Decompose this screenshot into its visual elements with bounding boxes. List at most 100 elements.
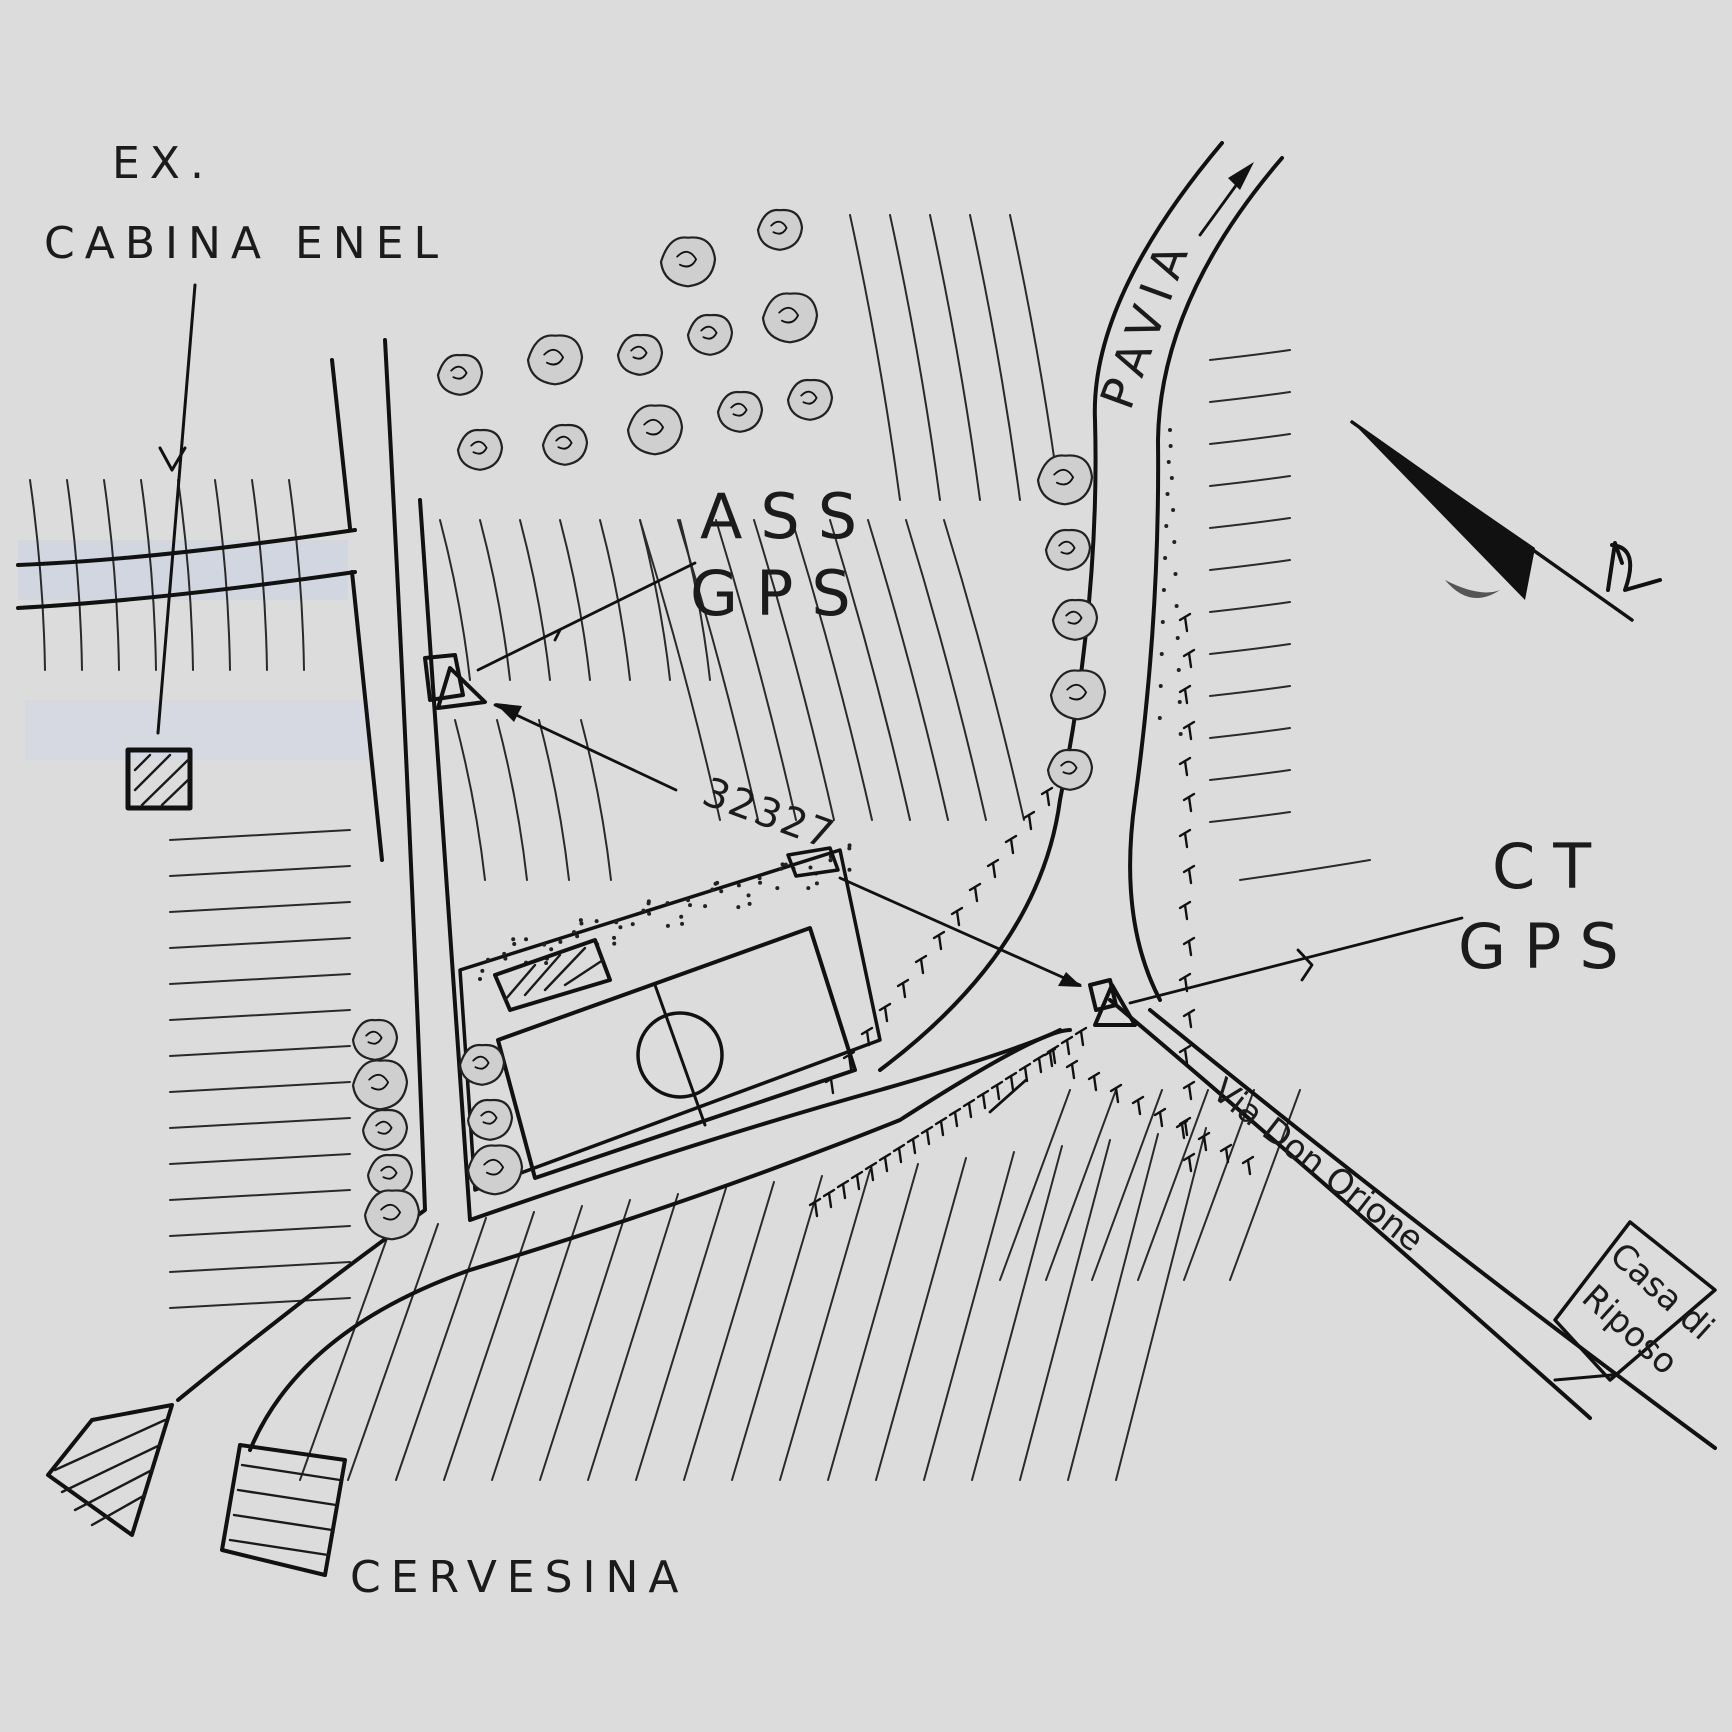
furrow-left (169, 1297, 351, 1309)
tree-icon (786, 378, 834, 421)
roadside-dot (1174, 604, 1179, 608)
tick-pavia-east (1178, 900, 1192, 921)
tree-icon-detail (730, 402, 748, 417)
leader-ct-gps (1128, 916, 1464, 1005)
tick-south-road (808, 1197, 822, 1218)
furrow-top-left (140, 479, 157, 671)
furrow-left (169, 937, 351, 949)
pitch-dot (544, 960, 549, 965)
furrow-right (1209, 517, 1291, 529)
pitch-dot (680, 921, 685, 926)
tree-icon-detail (778, 306, 799, 324)
roadside-dot (1161, 588, 1166, 592)
furrow-center-upper (479, 519, 511, 681)
building-icon (46, 747, 1717, 1577)
pitch-dot (719, 889, 724, 894)
arrowhead-ass (495, 703, 522, 722)
pitch-dot (549, 947, 554, 952)
tick-junction (1241, 1155, 1255, 1176)
pitch-dot (647, 911, 652, 916)
furrow-right (1209, 643, 1291, 655)
leader-cabina (156, 283, 197, 735)
tick-south-road (892, 1143, 906, 1164)
label-pavia: PAVIA (1090, 228, 1202, 415)
pitch-dot (808, 865, 813, 870)
tick-south-road (1074, 1026, 1088, 1047)
pitch-dot (715, 880, 720, 885)
tree-icon-detail (368, 1073, 389, 1091)
furrow-bottom (683, 1181, 775, 1481)
furrow-left (169, 973, 351, 985)
pitch-dot (757, 876, 762, 881)
tree-icon (436, 353, 484, 396)
leader-ass-tick (553, 628, 562, 642)
tree-icon-detail (380, 1203, 401, 1221)
tree-icon-detail (676, 250, 697, 268)
pitch-dot (511, 937, 516, 942)
arrowhead-ct (1058, 972, 1082, 987)
pitch-dot (503, 956, 508, 961)
tick-south-road (1060, 1035, 1074, 1056)
pitch-dot (783, 862, 788, 867)
tree-icon-detail (700, 325, 718, 340)
pitch-dot (612, 935, 617, 940)
pitch-dot (758, 880, 763, 885)
roadside-dot (1166, 460, 1171, 464)
tree-icon (1044, 528, 1092, 571)
furrow-center-upper (639, 519, 671, 681)
tick-south-road (850, 1170, 864, 1191)
roadside-dot (1178, 732, 1183, 736)
tree-icon-detail (770, 220, 788, 235)
leader-benchmark-to-ass (493, 703, 678, 792)
roadside-dot (1171, 508, 1176, 512)
tree-icon (541, 423, 589, 466)
pitch-dot (814, 881, 819, 886)
furrow-bottom-right (1045, 1089, 1117, 1281)
benchmark-icon (786, 846, 840, 878)
tick-pavia-east (1182, 720, 1196, 741)
pitch-dot (710, 887, 715, 892)
tree-icon (458, 1043, 506, 1086)
furrow-bottom (1115, 1127, 1207, 1481)
via-don-orione-north-edge (1108, 998, 1592, 1420)
pitch-dot (558, 939, 563, 944)
tree-icon (1046, 748, 1094, 791)
label-ct: CT (1492, 830, 1609, 903)
tree-icon-detail (365, 1030, 383, 1045)
tick-pavia-west (896, 978, 910, 999)
furrow-top-left (177, 479, 194, 671)
tick-pavia-west (878, 1002, 892, 1023)
leader-ct-tick (1296, 948, 1314, 982)
furrow-top-left (66, 479, 83, 671)
via-don-orione-end (1553, 1373, 1614, 1382)
furrow-bottom-right (1137, 1089, 1209, 1281)
furrow-right (1209, 349, 1291, 361)
furrow-bottom (923, 1151, 1015, 1481)
furrow-right (1209, 475, 1291, 487)
furrow-center-lower (496, 719, 528, 881)
roadside-dot (1173, 572, 1178, 576)
furrow-bottom (539, 1199, 631, 1481)
furrow-upper-mid (849, 214, 901, 501)
pitch-dot (524, 937, 529, 942)
furrow-right (1209, 685, 1291, 697)
pitch-dot (579, 921, 584, 926)
tick-junction (1109, 1083, 1123, 1104)
pitch-dot (688, 903, 693, 908)
furrow-bottom (971, 1145, 1063, 1481)
tick-pavia-east (1182, 936, 1196, 957)
pitch-dot (614, 920, 619, 925)
road-arrow (988, 1078, 1028, 1114)
roadside-dot (1157, 716, 1162, 720)
leader-lines (156, 162, 1464, 1114)
tick-south-road (962, 1098, 976, 1119)
tick-pavia-east (1178, 1044, 1192, 1065)
roadside-dot (1165, 492, 1170, 496)
tick-pavia-east (1178, 684, 1192, 705)
furrow-mid (791, 519, 873, 821)
tick-pavia-west (914, 954, 928, 975)
tick-pavia-west (932, 930, 946, 951)
furrow-bottom (875, 1157, 967, 1481)
tick-pavia-east (1178, 756, 1192, 777)
